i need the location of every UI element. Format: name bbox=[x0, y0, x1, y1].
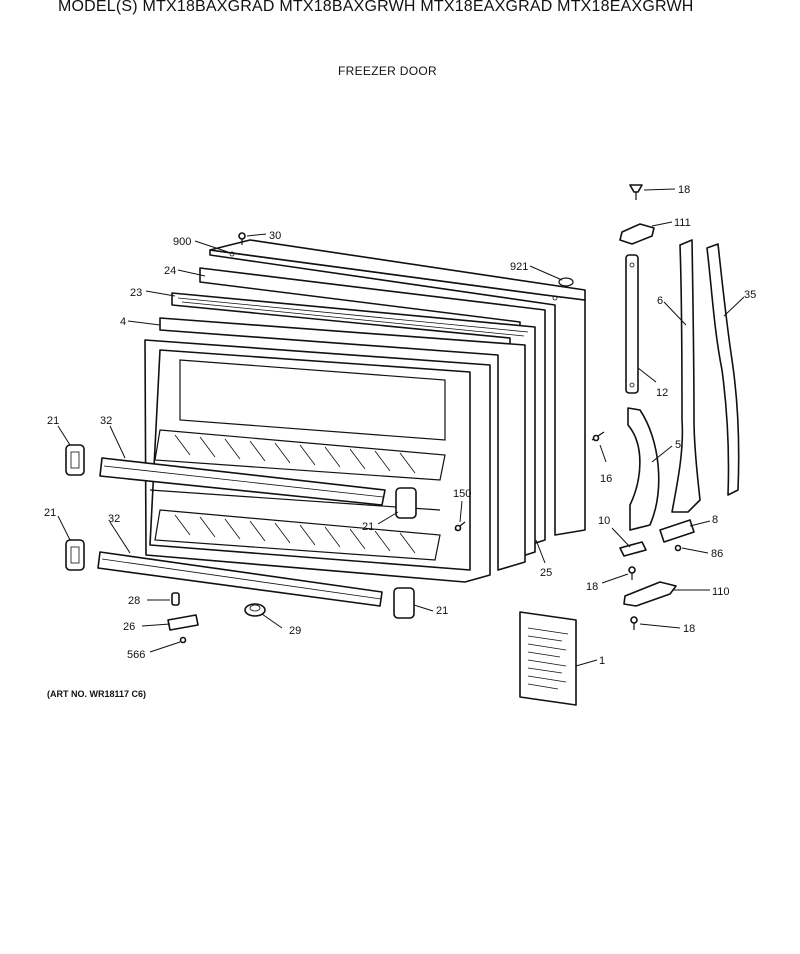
callout-25: 25 bbox=[540, 567, 552, 579]
callout-12: 12 bbox=[656, 387, 668, 399]
callout-30: 30 bbox=[269, 230, 281, 242]
screw-566 bbox=[179, 636, 187, 644]
door-shelf-bar-lower bbox=[97, 551, 383, 607]
callout-28: 28 bbox=[128, 595, 140, 607]
callout-4: 4 bbox=[120, 316, 126, 328]
callout-18-low: 18 bbox=[683, 623, 695, 635]
callout-86: 86 bbox=[711, 548, 723, 560]
hinge-pin-12 bbox=[625, 254, 639, 394]
screw-16 bbox=[591, 431, 605, 442]
callout-18-mid: 18 bbox=[586, 581, 598, 593]
callout-921: 921 bbox=[510, 261, 528, 273]
callout-32-upper: 32 bbox=[100, 415, 112, 427]
callout-110: 110 bbox=[712, 586, 730, 598]
callout-150: 150 bbox=[453, 488, 471, 500]
owner-manual-1 bbox=[519, 611, 577, 706]
plug-28 bbox=[171, 592, 180, 606]
door-trim-6 bbox=[671, 239, 701, 513]
hinge-bracket-111 bbox=[619, 223, 655, 245]
handle-35 bbox=[706, 243, 740, 496]
screw-150 bbox=[454, 521, 466, 532]
callout-29: 29 bbox=[289, 625, 301, 637]
end-cap-upper-left bbox=[65, 444, 85, 476]
callout-6: 6 bbox=[657, 295, 663, 307]
callout-24: 24 bbox=[164, 265, 176, 277]
bracket-26 bbox=[167, 614, 199, 631]
screw-86 bbox=[674, 544, 682, 552]
callout-32-lower: 32 bbox=[108, 513, 120, 525]
bracket-8 bbox=[659, 519, 695, 543]
model-list-header: MODEL(S) MTX18BAXGRAD MTX18BAXGRWH MTX18… bbox=[58, 0, 694, 15]
outer-door-panel bbox=[209, 239, 586, 536]
hinge-110 bbox=[623, 581, 677, 607]
hinge-screw-top bbox=[629, 184, 643, 200]
leader-lines bbox=[57, 188, 745, 667]
art-number: (ART NO. WR18117 C6) bbox=[47, 689, 147, 699]
door-shelf-bar-upper bbox=[99, 457, 386, 506]
callout-566: 566 bbox=[127, 649, 145, 661]
callout-21-lower-right: 21 bbox=[436, 605, 448, 617]
callout-900: 900 bbox=[173, 236, 191, 248]
button-29 bbox=[244, 603, 266, 617]
callout-18-top: 18 bbox=[678, 184, 690, 196]
callout-23: 23 bbox=[130, 287, 142, 299]
callout-labels: 900 30 24 23 4 921 18 111 6 35 12 5 16 2… bbox=[44, 184, 756, 667]
end-cap-upper-right bbox=[395, 487, 417, 519]
callout-5: 5 bbox=[675, 439, 681, 451]
door-gasket bbox=[159, 267, 546, 571]
callout-111: 111 bbox=[674, 217, 691, 229]
door-stop-5 bbox=[627, 407, 660, 531]
callout-26: 26 bbox=[123, 621, 135, 633]
end-cap-lower-right bbox=[393, 587, 415, 619]
screw-18-mid bbox=[628, 566, 636, 580]
callout-16: 16 bbox=[600, 473, 612, 485]
callout-21-upper-left: 21 bbox=[47, 415, 59, 427]
section-title: FREEZER DOOR bbox=[338, 64, 437, 78]
bracket-10 bbox=[619, 541, 647, 557]
callout-21-lower-left: 21 bbox=[44, 507, 56, 519]
end-cap-lower-left bbox=[65, 539, 85, 571]
inner-door-liner bbox=[144, 339, 491, 583]
callout-8: 8 bbox=[712, 514, 718, 526]
callout-10: 10 bbox=[598, 515, 610, 527]
callout-35: 35 bbox=[744, 289, 756, 301]
screw-30 bbox=[238, 232, 246, 245]
callout-21-upper-right: 21 bbox=[362, 521, 374, 533]
callout-1: 1 bbox=[599, 655, 605, 667]
screw-18-low bbox=[630, 616, 638, 630]
